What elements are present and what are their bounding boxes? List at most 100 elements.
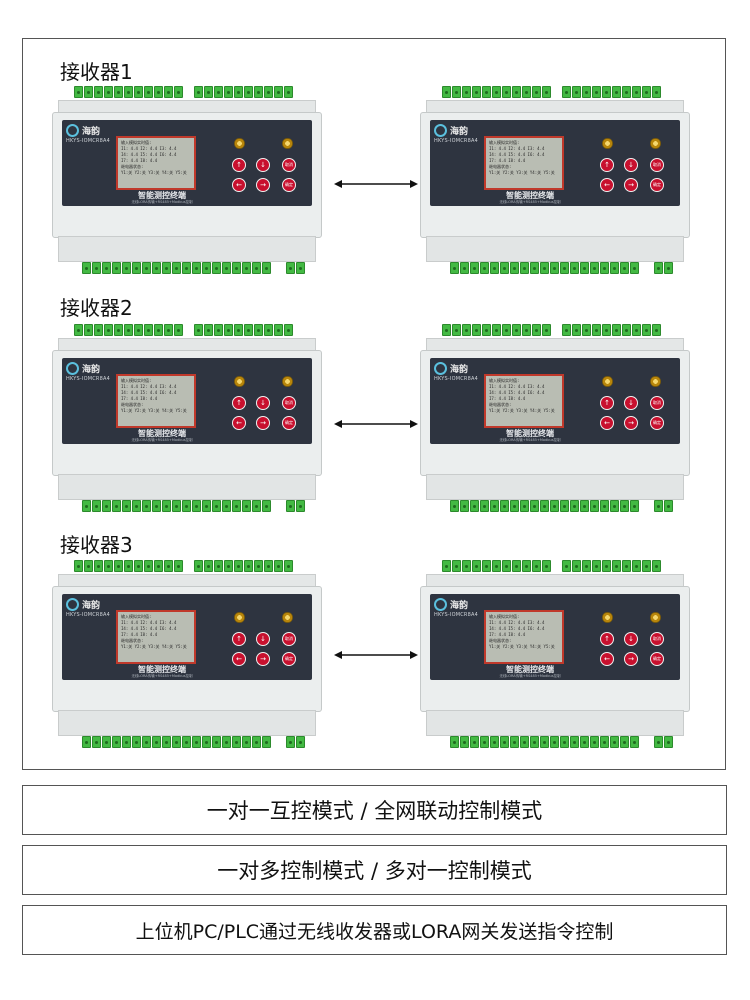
terminal-block [492, 560, 501, 572]
down-button[interactable]: ↓ [624, 632, 638, 646]
terminal-block [452, 560, 461, 572]
terminal-block [630, 500, 639, 512]
bottom-terminal-strip [450, 736, 640, 750]
top-terminal-strip [194, 324, 294, 338]
lcd-line: I1: 4.4 I2: 4.4 I3: 4.4 [489, 620, 545, 625]
lcd-line: Y1:关 Y2:关 Y3:关 Y4:关 Y5:关 [489, 170, 555, 175]
terminal-block [142, 500, 151, 512]
down-button[interactable]: ↓ [256, 632, 270, 646]
left-button[interactable]: ← [232, 178, 246, 192]
ok-button[interactable]: 确定 [650, 652, 664, 666]
housing-bottom [426, 710, 684, 736]
down-button[interactable]: ↓ [256, 396, 270, 410]
right-button[interactable]: → [256, 416, 270, 430]
terminal-block [654, 736, 663, 748]
ok-button[interactable]: 确定 [650, 416, 664, 430]
cancel-button[interactable]: 取消 [282, 158, 296, 172]
up-button[interactable]: ↑ [232, 396, 246, 410]
lcd-line: 输入模拟实时值: [489, 378, 520, 383]
down-button[interactable]: ↓ [624, 396, 638, 410]
terminal-block [264, 86, 273, 98]
cancel-button[interactable]: 取消 [650, 632, 664, 646]
lcd-line: I4: 4.4 I5: 4.4 I6: 4.4 [121, 390, 177, 395]
terminal-block [296, 262, 305, 274]
terminal-block [144, 560, 153, 572]
panel-subtitle: 无线LORA传输+RS485+Modbus控制 [499, 438, 561, 442]
lcd-line: 输入模拟实时值: [121, 378, 152, 383]
terminal-block [582, 86, 591, 98]
ok-button[interactable]: 确定 [282, 416, 296, 430]
terminal-block [570, 736, 579, 748]
right-button[interactable]: → [624, 652, 638, 666]
up-button[interactable]: ↑ [232, 158, 246, 172]
terminal-block [252, 500, 261, 512]
terminal-block [192, 500, 201, 512]
cancel-button[interactable]: 取消 [282, 396, 296, 410]
down-button[interactable]: ↓ [624, 158, 638, 172]
bottom-terminal-strip [286, 262, 306, 276]
bottom-terminal-strip [450, 262, 640, 276]
terminal-block [222, 500, 231, 512]
right-button[interactable]: → [624, 416, 638, 430]
lcd-line: 输入模拟实时值: [489, 140, 520, 145]
lcd-line: 继电器状态: [121, 638, 144, 643]
terminal-block [450, 736, 459, 748]
up-button[interactable]: ↑ [232, 632, 246, 646]
terminal-block [532, 324, 541, 336]
cancel-button[interactable]: 取消 [282, 632, 296, 646]
terminal-block [632, 324, 641, 336]
terminal-block [142, 262, 151, 274]
terminal-block [520, 500, 529, 512]
lcd-line: I1: 4.4 I2: 4.4 I3: 4.4 [121, 384, 177, 389]
cancel-button[interactable]: 取消 [650, 396, 664, 410]
right-button[interactable]: → [256, 178, 270, 192]
right-button[interactable]: → [256, 652, 270, 666]
controller-device: 海韵 HKYS-IOMCR8A4 输入模拟实时值:I1: 4.4 I2: 4.4… [420, 86, 690, 278]
terminal-block [254, 86, 263, 98]
ok-button[interactable]: 确定 [650, 178, 664, 192]
group-label-2: 接收器2 [60, 296, 133, 320]
cancel-button[interactable]: 取消 [650, 158, 664, 172]
terminal-block [620, 736, 629, 748]
controller-device: 海韵 HKYS-IOMCR8A4 输入模拟实时值:I1: 4.4 I2: 4.4… [420, 324, 690, 516]
terminal-block [654, 500, 663, 512]
terminal-block [114, 86, 123, 98]
left-button[interactable]: ← [600, 416, 614, 430]
left-button[interactable]: ← [232, 416, 246, 430]
terminal-block [124, 86, 133, 98]
controller-device: 海韵 HKYS-IOMCR8A4 输入模拟实时值:I1: 4.4 I2: 4.4… [52, 324, 322, 516]
terminal-block [152, 736, 161, 748]
terminal-block [164, 86, 173, 98]
logo-icon [66, 124, 79, 137]
brand-logo: 海韵 [434, 362, 468, 375]
panel-subtitle: 无线LORA传输+RS485+Modbus控制 [131, 674, 193, 678]
terminal-block [254, 560, 263, 572]
up-button[interactable]: ↑ [600, 632, 614, 646]
ok-button[interactable]: 确定 [282, 652, 296, 666]
brand-logo: 海韵 [434, 598, 468, 611]
antenna-connector-icon [602, 138, 613, 149]
ok-button[interactable]: 确定 [282, 178, 296, 192]
bottom-terminal-strip [82, 736, 272, 750]
logo-icon [434, 362, 447, 375]
left-button[interactable]: ← [600, 652, 614, 666]
terminal-block [450, 500, 459, 512]
terminal-block [480, 262, 489, 274]
terminal-block [162, 500, 171, 512]
terminal-block [244, 86, 253, 98]
terminal-block [522, 86, 531, 98]
right-button[interactable]: → [624, 178, 638, 192]
terminal-block [92, 736, 101, 748]
left-button[interactable]: ← [232, 652, 246, 666]
down-button[interactable]: ↓ [256, 158, 270, 172]
left-button[interactable]: ← [600, 178, 614, 192]
up-button[interactable]: ↑ [600, 158, 614, 172]
lcd-line: I4: 4.4 I5: 4.4 I6: 4.4 [489, 390, 545, 395]
terminal-block [590, 736, 599, 748]
terminal-block [460, 500, 469, 512]
bottom-terminal-strip [82, 500, 272, 514]
terminal-block [632, 560, 641, 572]
up-button[interactable]: ↑ [600, 396, 614, 410]
terminal-block [234, 324, 243, 336]
